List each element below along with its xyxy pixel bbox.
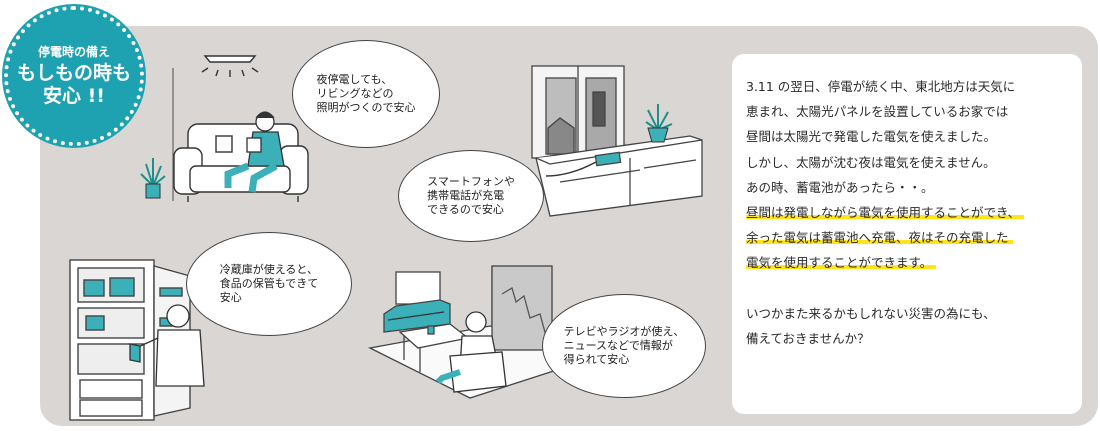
text-line: あの時、蓄電池があったら・・。: [746, 179, 934, 195]
plant-icon: [140, 158, 166, 199]
ceiling-light-icon: [201, 55, 259, 77]
badge-line-2: もしもの時も: [16, 62, 131, 84]
bubble-fridge-text: 冷蔵庫が使えると、 食品の保管もできて 安心: [219, 263, 319, 304]
highlight-line: 昼間は発電しながら電気を使用することができ、: [746, 200, 1072, 225]
bubble-lighting-text: 夜停電しても、 リビングなどの 照明がつくので安心: [316, 73, 416, 114]
highlight-line: 電気を使用することができます。: [746, 250, 1072, 275]
balcony-window-icon: [491, 265, 553, 351]
highlight-line: 余った電気は蓄電池へ充電、夜はその充電した: [746, 225, 1072, 250]
highlight-text: 昼間は発電しながら電気を使用することができ、: [746, 205, 1025, 221]
spacer: [746, 276, 1072, 301]
man-on-couch-icon: [435, 311, 507, 393]
highlight-text: 電気を使用することができます。: [746, 255, 937, 271]
man-at-fridge-icon: [129, 304, 205, 387]
highlight-text: 余った電気は蓄電池へ充電、夜はその充電した: [746, 230, 1013, 246]
closing-line: いつかまた来るかもしれない災害の為にも、: [746, 305, 996, 321]
bubble-tv: テレビやラジオが使え、 ニュースなどで情報が 得られて安心: [542, 294, 706, 398]
badge-line-1: 停電時の備え: [37, 45, 110, 59]
window-icon: [531, 65, 625, 159]
bubble-lighting: 夜停電しても、 リビングなどの 照明がつくので安心: [292, 40, 440, 148]
text-line: 恵まれ、太陽光パネルを設置しているお家では: [746, 104, 1009, 120]
woman-reading-icon: [224, 111, 285, 193]
text-line: 昼間は太陽光で発電した電気を使えました。: [746, 129, 997, 145]
badge-line-3: 安心 !!: [43, 85, 105, 107]
text-line: 3.11 の翌日、停電が続く中、東北地方は天気に: [746, 79, 1016, 94]
tv-icon: [383, 271, 451, 333]
bubble-phone: スマートフォンや 携帯電話が充電 できるので安心: [398, 150, 544, 242]
bubble-fridge: 冷蔵庫が使えると、 食品の保管もできて 安心: [186, 232, 352, 336]
explanation-textbox: 3.11 の翌日、停電が続く中、東北地方は天気に 恵まれ、太陽光パネルを設置して…: [732, 54, 1082, 414]
sofa-icon: [173, 123, 309, 202]
window-plant-icon: [645, 104, 673, 143]
bubble-tv-text: テレビやラジオが使え、 ニュースなどで情報が 得られて安心: [563, 325, 685, 366]
bubble-phone-text: スマートフォンや 携帯電話が充電 できるので安心: [427, 175, 515, 216]
text-line: しかし、太陽が沈む夜は電気を使えません。: [746, 154, 996, 170]
preparedness-badge: 停電時の備え もしもの時も 安心 !!: [4, 6, 144, 146]
scene-illustrations: [69, 55, 703, 421]
closing-line: 備えておきませんか？: [746, 330, 870, 346]
